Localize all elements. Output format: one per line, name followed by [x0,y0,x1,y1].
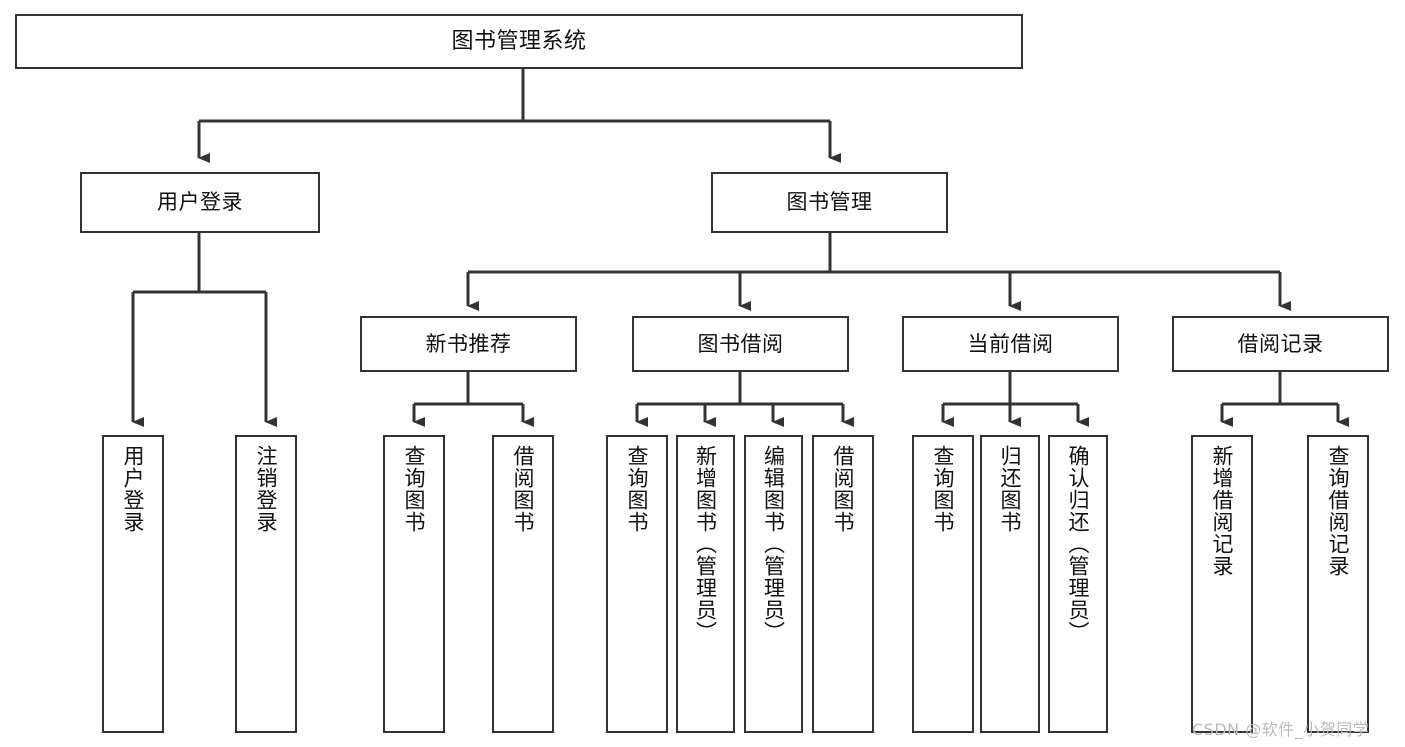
node-borrow-record[interactable]: 借阅记录 [1172,316,1389,372]
leaf-user-login[interactable]: 用户登录 [102,435,164,733]
node-label: 归还图书 [998,445,1023,533]
node-user-login[interactable]: 用户登录 [80,172,320,233]
leaf-query-book-current[interactable]: 查询图书 [912,435,974,733]
node-label: 注销登录 [254,445,279,533]
leaf-edit-book[interactable]: 编辑图书（管理员） [744,435,803,733]
node-label: 新书推荐 [425,331,512,356]
node-label: 图书管理 [786,190,873,215]
node-label: 借阅图书 [511,445,536,533]
node-book-borrow[interactable]: 图书借阅 [632,316,849,372]
leaf-logout-login[interactable]: 注销登录 [235,435,297,733]
leaf-borrow-book[interactable]: 借阅图书 [812,435,874,733]
node-label: 查询借阅记录 [1326,445,1351,577]
node-label: 新增借阅记录 [1210,445,1235,577]
leaf-borrow-book-recommend[interactable]: 借阅图书 [492,435,554,733]
node-label: 用户登录 [121,445,146,533]
leaf-add-book[interactable]: 新增图书（管理员） [676,435,735,733]
node-book-manage[interactable]: 图书管理 [711,172,948,233]
node-label: 确认归还（管理员） [1066,445,1091,643]
node-root-system[interactable]: 图书管理系统 [15,14,1023,69]
node-label: 当前借阅 [967,331,1054,356]
leaf-query-borrow-record[interactable]: 查询借阅记录 [1307,435,1369,733]
node-label: 编辑图书（管理员） [761,445,786,643]
node-label: 借阅记录 [1237,331,1324,356]
leaf-query-book-recommend[interactable]: 查询图书 [383,435,445,733]
leaf-query-book-borrow[interactable]: 查询图书 [606,435,668,733]
node-new-book-recommend[interactable]: 新书推荐 [360,316,577,372]
node-label: 查询图书 [931,445,956,533]
node-label: 新增图书（管理员） [693,445,718,643]
leaf-confirm-return[interactable]: 确认归还（管理员） [1048,435,1108,733]
leaf-return-book[interactable]: 归还图书 [980,435,1040,733]
node-label: 查询图书 [402,445,427,533]
node-label: 借阅图书 [831,445,856,533]
csdn-watermark: CSDN @软件_小贺同学 [1192,720,1370,739]
node-label: 图书管理系统 [451,28,587,54]
node-label: 用户登录 [157,190,243,215]
node-current-borrow[interactable]: 当前借阅 [902,316,1119,372]
node-label: 查询图书 [625,445,650,533]
node-label: 图书借阅 [697,331,784,356]
leaf-add-borrow-record[interactable]: 新增借阅记录 [1191,435,1253,733]
